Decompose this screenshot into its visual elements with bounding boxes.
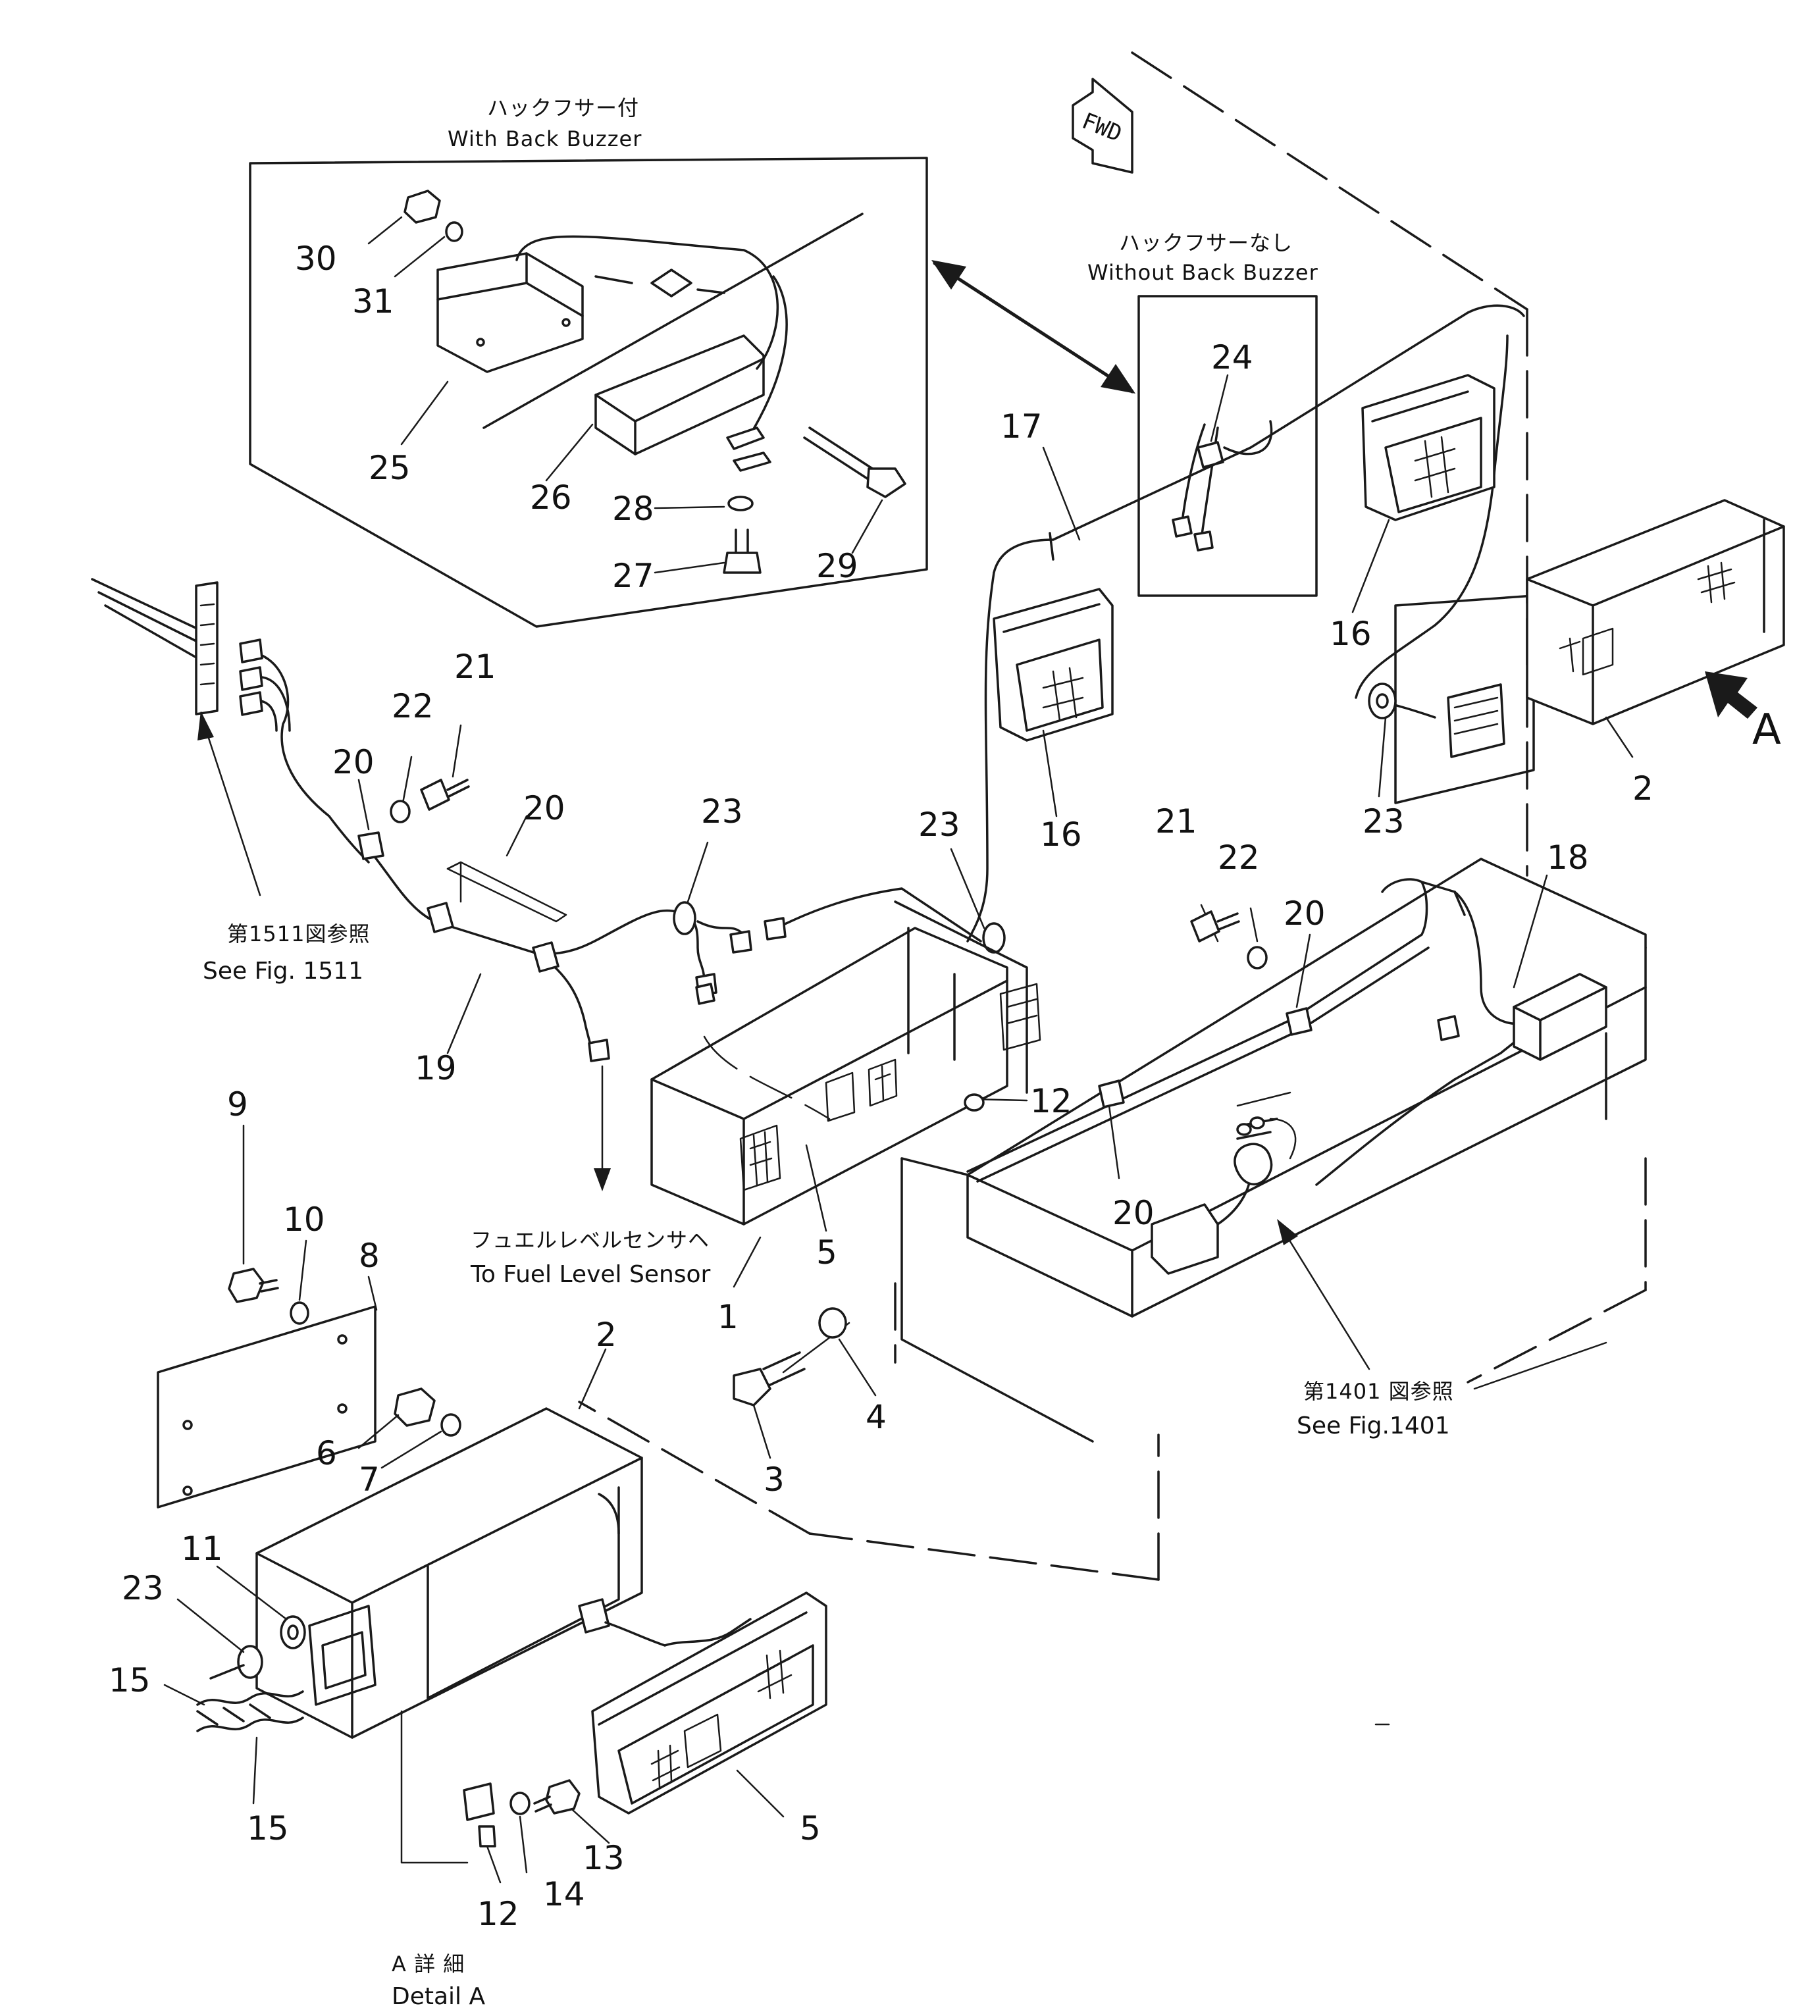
inset-without-buzzer-title-jp: ハックフサーなし: [1119, 230, 1293, 255]
callout-2a: 2: [1632, 769, 1653, 808]
callout-19: 19: [415, 1049, 457, 1087]
fwd-marker: FWD: [1072, 78, 1133, 174]
callout-9: 9: [227, 1085, 248, 1124]
callout-4: 4: [866, 1398, 887, 1436]
callout-20d: 20: [1112, 1194, 1155, 1232]
upper-right-leaders: 17 16 16 23 2: [1001, 407, 1653, 854]
callout-29: 29: [816, 547, 858, 585]
inset-with-buzzer-title-en: With Back Buzzer: [448, 126, 642, 151]
back-buzzer-part: [436, 252, 584, 373]
lamp-housing-1: [650, 900, 1041, 1226]
inset-with-buzzer-title-jp: ハックフサー付: [487, 95, 639, 120]
callout-15a: 15: [109, 1661, 151, 1699]
harness-18: [966, 878, 1607, 1186]
work-lamp-16-left: [993, 588, 1114, 742]
ref-fig1401-en: See Fig.1401: [1297, 1412, 1450, 1439]
callout-20c: 20: [1284, 894, 1326, 933]
callout-23a: 23: [701, 792, 743, 831]
harness-19-leaders: 20 22 21 20 19 23 23: [332, 648, 985, 1087]
fuel-tank-leaders: 20 20 18 21 22: [1108, 802, 1589, 1232]
ref-arrow-1511: [197, 711, 261, 896]
view-a-arrow: A: [1705, 671, 1781, 754]
bracket-part: [594, 334, 765, 455]
callout-16b: 16: [1330, 615, 1372, 653]
callout-30: 30: [295, 240, 337, 278]
callout-2b: 2: [596, 1316, 617, 1354]
callout-18: 18: [1547, 839, 1589, 877]
callout-22b: 22: [1218, 839, 1260, 877]
ref-fig1511-en: See Fig. 1511: [203, 958, 363, 985]
detail-a: [157, 1268, 643, 1864]
callout-12b: 12: [477, 1895, 519, 1933]
callout-6: 6: [316, 1434, 337, 1472]
work-lamp-16-right: [1361, 374, 1495, 521]
callout-1: 1: [717, 1298, 739, 1336]
inset-without-buzzer-title-en: Without Back Buzzer: [1087, 260, 1318, 285]
fuel-tank: [900, 858, 1647, 1443]
detail-a-leaders: 8 10 9 2 6 7 11 23 15 15 12 14 13 5: [109, 1085, 821, 1933]
callout-31: 31: [352, 282, 394, 321]
callout-23c: 23: [122, 1569, 164, 1607]
inset-with-back-buzzer: ハックフサー付 With Back Buzzer: [249, 95, 928, 628]
callout-3: 3: [764, 1460, 785, 1499]
ref-fuel-jp: フュエルレベルセンサヘ: [471, 1228, 710, 1253]
ref-1401-line: [1473, 1341, 1607, 1390]
callout-25: 25: [369, 449, 411, 487]
callout-23b: 23: [918, 806, 960, 844]
inset-link-arrow: [931, 260, 1135, 394]
ref-arrow-1401: [1277, 1219, 1370, 1370]
callout-24: 24: [1211, 338, 1253, 376]
harness-19: [91, 578, 1006, 1062]
callout-15b: 15: [247, 1809, 289, 1848]
ref-arrow-fuel: [594, 1065, 611, 1191]
callout-5b: 5: [800, 1809, 821, 1848]
view-a-label: A: [1752, 706, 1781, 754]
callout-8: 8: [359, 1237, 380, 1275]
detail-a-title-jp: A 詳 細: [392, 1951, 465, 1977]
center-leaders: 1 5 12 3 4: [717, 1082, 1072, 1499]
ref-fig1511-jp: 第1511図参照: [227, 921, 370, 946]
callout-20a: 20: [332, 743, 375, 781]
callout-20b: 20: [523, 789, 565, 827]
callout-16a: 16: [1040, 815, 1082, 854]
lamp-housing-2-upper: [1368, 499, 1785, 758]
callout-7: 7: [359, 1460, 380, 1499]
callout-28: 28: [612, 490, 654, 528]
callout-10: 10: [283, 1201, 325, 1239]
callout-27: 27: [612, 557, 654, 595]
callout-22a: 22: [392, 687, 434, 725]
ref-fuel-en: To Fuel Level Sensor: [470, 1261, 711, 1288]
callout-17: 17: [1001, 407, 1043, 446]
callout-14: 14: [543, 1875, 585, 1913]
callout-5a: 5: [816, 1233, 837, 1272]
callout-21b: 21: [1155, 802, 1197, 840]
callout-11: 11: [181, 1530, 223, 1568]
rear-lamp-5: [578, 1591, 827, 1815]
inset-without-back-buzzer: ハックフサーなし Without Back Buzzer 24: [1087, 230, 1318, 597]
callout-13: 13: [583, 1839, 625, 1877]
detail-a-title-en: Detail A: [392, 1983, 485, 2010]
callout-21a: 21: [454, 648, 496, 686]
callout-26: 26: [530, 478, 572, 517]
ref-fig1401-jp: 第1401 図参照: [1303, 1379, 1454, 1404]
callout-23d: 23: [1363, 802, 1405, 840]
